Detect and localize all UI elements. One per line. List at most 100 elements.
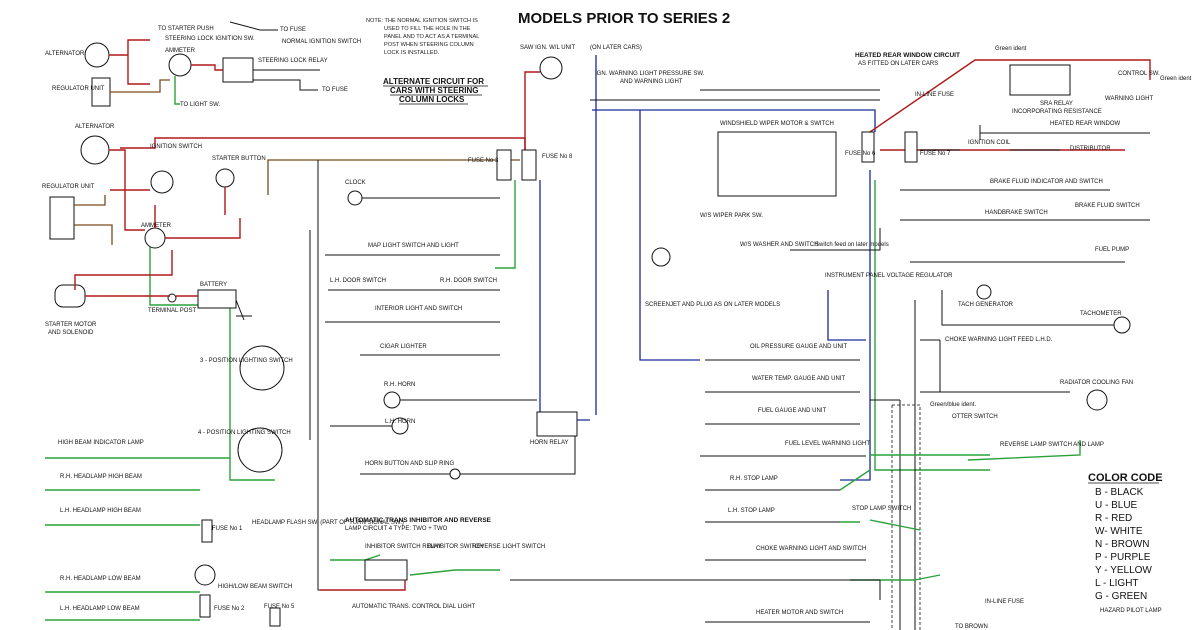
starter-motor-symbol xyxy=(54,284,86,308)
interior-light-label: INTERIOR LIGHT AND SWITCH xyxy=(375,306,462,312)
headlamp-circuits: HIGH BEAM INDICATOR LAMP R.H. HEADLAMP H… xyxy=(45,440,404,627)
rh-door-label: R.H. DOOR SWITCH xyxy=(440,278,497,284)
stop-lamp-switch-label: STOP LAMP SWITCH xyxy=(852,506,911,512)
to-starter-push-label: TO STARTER PUSH xyxy=(158,26,214,32)
water-temp-label: WATER TEMP. GAUGE AND UNIT xyxy=(752,376,845,382)
alternator-main-label: ALTERNATOR xyxy=(75,124,115,130)
inline-fuse-bottom-label: IN-LINE FUSE xyxy=(985,599,1024,605)
map-light-label: MAP LIGHT SWITCH AND LIGHT xyxy=(368,243,459,249)
auto-trans-dial-label: AUTOMATIC TRANS. CONTROL DIAL LIGHT xyxy=(352,604,476,610)
rh-high-label: R.H. HEADLAMP HIGH BEAM xyxy=(60,474,142,480)
note-line-3: PANEL AND TO ACT AS A TERMINAL xyxy=(384,34,479,40)
as-fitted-label: AS FITTED ON LATER CARS xyxy=(858,61,938,67)
green-blue-ident-label: Green/blue ident. xyxy=(930,402,976,408)
brake-fluid-indicator-label: BRAKE FLUID INDICATOR AND SWITCH xyxy=(990,179,1103,185)
gauge-circuits: OIL PRESSURE GAUGE AND UNIT WATER TEMP. … xyxy=(510,337,1162,630)
warning-light-label: WARNING LIGHT xyxy=(1105,96,1153,102)
instrument-regulator-label: INSTRUMENT PANEL VOLTAGE REGULATOR xyxy=(825,273,953,279)
clock-symbol xyxy=(347,190,363,206)
color-code-entry: G - GREEN xyxy=(1095,591,1147,602)
three-pos-switch-symbol xyxy=(239,345,285,391)
regulator-top-label: REGULATOR UNIT xyxy=(52,86,105,92)
fuse-block-3-8: FUSE No 3 FUSE No 8 xyxy=(468,149,573,181)
rh-stop-lamp-label: R.H. STOP LAMP xyxy=(730,476,778,482)
ammeter-top-label: AMMETER xyxy=(165,48,196,54)
fuse-no1-symbol xyxy=(201,519,213,543)
fuse-no7-label: FUSE No 7 xyxy=(920,151,951,157)
alternator-top-label: ALTERNATOR xyxy=(45,51,85,57)
saw-ign-label: SAW IGN. W/L UNIT xyxy=(520,45,576,51)
top-right-group: SAW IGN. W/L UNIT (ON LATER CARS) IGN. W… xyxy=(520,45,1192,393)
fuel-level-warning-label: FUEL LEVEL WARNING LIGHT xyxy=(785,441,870,447)
regulator-main-symbol xyxy=(49,196,75,240)
lh-low-label: L.H. HEADLAMP LOW BEAM xyxy=(60,606,140,612)
brown-feed-1 xyxy=(267,159,520,195)
tachometer-symbol xyxy=(1113,316,1131,334)
battery-label: BATTERY xyxy=(200,282,227,288)
reverse-lamp-label: REVERSE LAMP SWITCH AND LAMP xyxy=(1000,442,1104,448)
tachometer-label: TACHOMETER xyxy=(1080,311,1122,317)
lh-high-label: L.H. HEADLAMP HIGH BEAM xyxy=(60,508,141,514)
color-code-entry: B - BLACK xyxy=(1095,487,1144,498)
fuel-gauge-label: FUEL GAUGE AND UNIT xyxy=(758,408,826,414)
horn-button-symbol xyxy=(449,468,461,480)
battery-symbol xyxy=(197,289,237,309)
tach-generator-symbol xyxy=(976,284,992,300)
green-harness-1 xyxy=(495,180,516,269)
steering-lock-relay-symbol xyxy=(222,57,254,83)
color-code-entry: L - LIGHT xyxy=(1095,578,1139,589)
headlamp-flash-label: HEADLAMP FLASH SW. (PART OF TURN SIGNAL … xyxy=(252,520,404,526)
four-pos-label: 4 - POSITION LIGHTING SWITCH xyxy=(198,430,291,436)
note-line-2: USED TO FILL THE HOLE IN THE xyxy=(384,26,471,32)
otter-switch-label: OTTER SWITCH xyxy=(952,414,998,420)
fuse-no8-symbol xyxy=(521,149,537,181)
wiper-motor-symbol xyxy=(717,131,837,197)
fuel-pump-label: FUEL PUMP xyxy=(1095,247,1129,253)
normal-ign-switch-label: NORMAL IGNITION SWITCH xyxy=(282,39,361,45)
lh-stop-lamp-label: L.H. STOP LAMP xyxy=(728,508,775,514)
high-beam-indicator-label: HIGH BEAM INDICATOR LAMP xyxy=(58,440,144,446)
fuse-no5-symbol xyxy=(269,607,281,627)
horn-button-label: HORN BUTTON AND SLIP RING xyxy=(365,461,454,467)
lamp-circuit-label: LAMP CIRCUIT 4 TYPE: TWO + TWO xyxy=(345,526,448,532)
interior-circuits: CLOCK MAP LIGHT SWITCH AND LIGHT L.H. DO… xyxy=(325,180,578,480)
ammeter-top-symbol xyxy=(168,53,192,77)
alternator-main-symbol xyxy=(80,135,110,165)
wiper-motor-label: WINDSHIELD WIPER MOTOR & SWITCH xyxy=(720,121,834,127)
four-pos-switch-symbol xyxy=(237,427,283,473)
note-line-5: LOCK IS INSTALLED. xyxy=(384,50,440,56)
terminal-post-label: TERMINAL POST xyxy=(148,308,196,314)
alt-line-3: COLUMN LOCKS xyxy=(399,95,465,104)
ign-wl-feed xyxy=(524,71,540,150)
color-code-entry: P - PURPLE xyxy=(1095,552,1151,563)
note-line-4: POST WHEN STEERING COLUMN xyxy=(384,42,474,48)
auto-trans-group: AUTOMATIC TRANS INHIBITOR AND REVERSE LA… xyxy=(320,517,545,610)
saw-ign-unit-symbol xyxy=(539,56,563,80)
to-fuse-top-label: TO FUSE xyxy=(280,27,306,33)
horn-relay-symbol xyxy=(536,411,578,437)
ammeter-main-symbol xyxy=(144,227,166,249)
screenjet-label: SCREENJET AND PLUG AS ON LATER MODELS xyxy=(645,302,780,308)
color-code-entry: W- WHITE xyxy=(1095,526,1143,537)
and-solenoid-label: AND SOLENOID xyxy=(48,330,94,336)
alt-line-2: CARS WITH STEERING xyxy=(390,86,478,95)
heated-rear-label: HEATED REAR WINDOW xyxy=(1050,121,1121,127)
fuse-no3-label: FUSE No 3 xyxy=(468,158,499,164)
incorp-resistance-label: INCORPORATING RESISTANCE xyxy=(1012,109,1102,115)
ign-warning-label: IGN. WARNING LIGHT PRESSURE SW. xyxy=(595,71,705,77)
high-low-beam-symbol xyxy=(194,564,216,586)
green-harness-3 xyxy=(874,180,1081,471)
alt-line-1: ALTERNATE CIRCUIT FOR xyxy=(383,77,484,86)
fuse-no2-symbol xyxy=(199,594,211,618)
green-ident-label: Green ident xyxy=(995,46,1027,52)
fuse-no1-label: FUSE No 1 xyxy=(212,526,243,532)
inhibitor-switch-label: INHIBITOR SWITCH xyxy=(428,544,484,550)
sra-relay-symbol xyxy=(1009,64,1071,96)
alternate-circuit-group: ALTERNATOR REGULATOR UNIT AMMETER STEERI… xyxy=(45,21,361,108)
rh-horn-label: R.H. HORN xyxy=(384,382,415,388)
heated-rear-feed xyxy=(869,59,1151,133)
color-code-legend: COLOR CODE B - BLACK U - BLUE R - RED W-… xyxy=(1085,470,1163,602)
ignition-switch-label: IGNITION SWITCH xyxy=(150,144,202,150)
starter-button-label: STARTER BUTTON xyxy=(212,156,266,162)
